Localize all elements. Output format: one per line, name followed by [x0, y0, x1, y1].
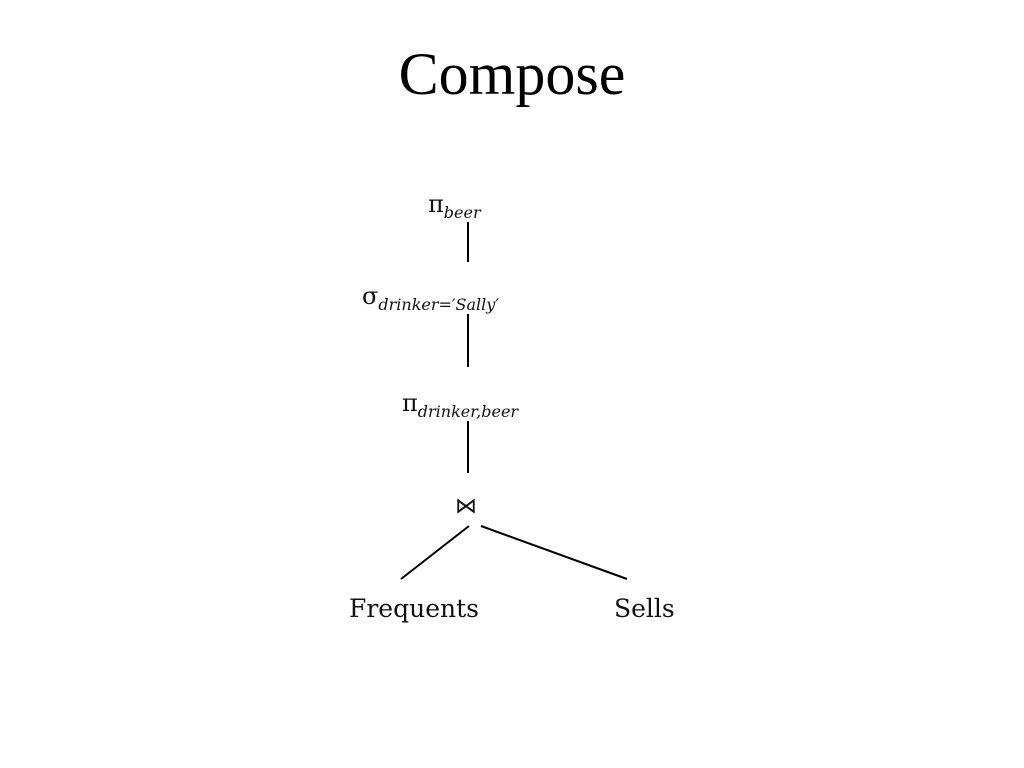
- projection-beer-subscript: beer: [443, 203, 481, 222]
- sigma-symbol: σ: [362, 282, 379, 310]
- frequents-leaf: Frequents: [349, 594, 479, 623]
- sells-leaf: Sells: [614, 594, 675, 623]
- projection-drinker-beer-subscript: drinker,beer: [417, 402, 519, 421]
- selection-subscript: drinker=′Sally′: [378, 295, 499, 314]
- selection-node: σdrinker=′Sally′: [362, 282, 499, 314]
- pi-symbol: π: [428, 190, 444, 218]
- projection-drinker-beer-node: πdrinker,beer: [402, 389, 518, 421]
- projection-beer-node: πbeer: [428, 190, 481, 222]
- join-node: ⋈: [455, 494, 477, 519]
- pi-symbol: π: [402, 389, 418, 417]
- edge-join-left: [400, 525, 470, 580]
- slide-title: Compose: [398, 41, 626, 107]
- edge-join-right: [480, 525, 628, 580]
